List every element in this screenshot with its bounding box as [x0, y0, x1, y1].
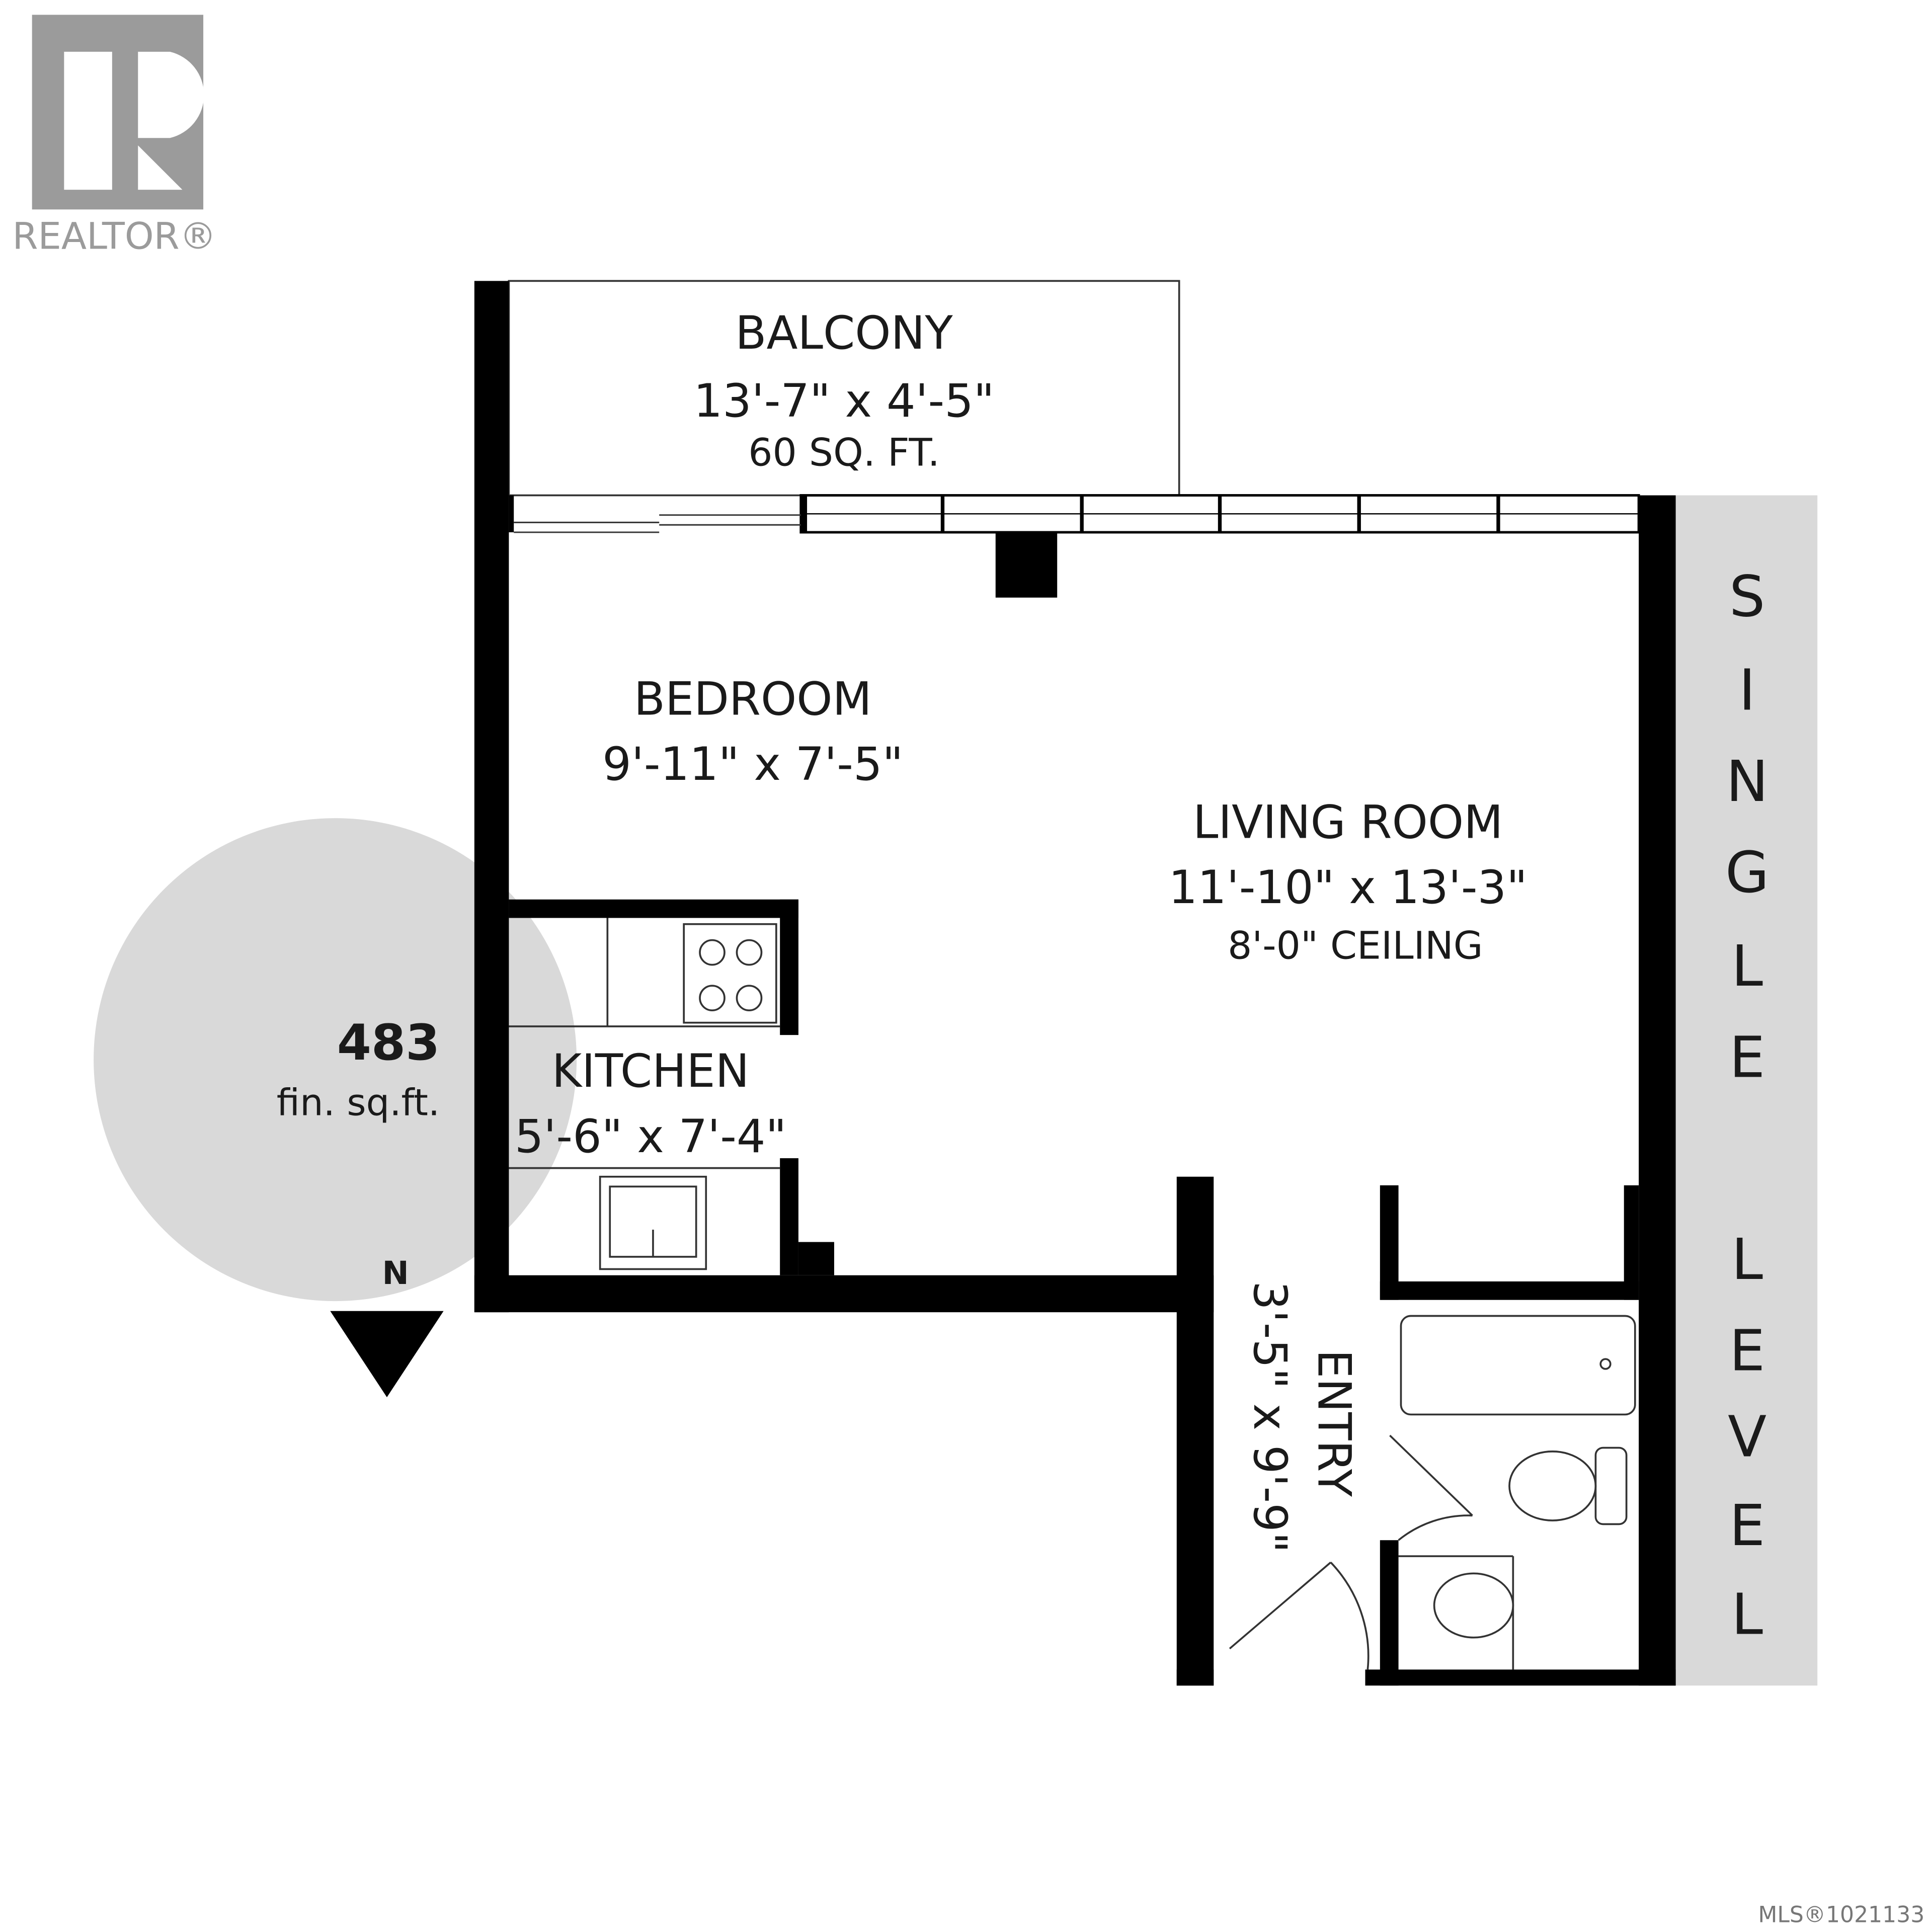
- letter: L: [1731, 933, 1763, 999]
- letter: I: [1739, 657, 1755, 723]
- bathtub-icon: [1400, 1315, 1636, 1416]
- window-wall: [799, 494, 1640, 534]
- sink-icon: [599, 1175, 707, 1270]
- walls: [474, 281, 1676, 1686]
- realtor-wordmark: REALTOR®: [12, 215, 216, 258]
- compass-label: N: [382, 1255, 409, 1292]
- letter: E: [1729, 1492, 1765, 1559]
- level-banner-text: S I N G L E L E V E L: [1725, 563, 1769, 1647]
- north-arrow-icon: [330, 1311, 444, 1398]
- sliding-door: [514, 514, 801, 533]
- area-badge: [94, 818, 577, 1302]
- sink-icon: [1433, 1572, 1514, 1639]
- kitchen-fixtures: [509, 918, 780, 1270]
- realtor-logo: REALTOR®: [12, 15, 216, 258]
- living-dims: 11'-10" x 13'-3": [1169, 861, 1527, 914]
- balcony-area: 60 SQ. FT.: [748, 431, 940, 475]
- letter: E: [1729, 1024, 1765, 1090]
- bathroom-fixtures: [1229, 1315, 1636, 1670]
- kitchen-dims: 5'-6" x 7'-4": [515, 1110, 786, 1163]
- area-value: 483: [337, 1014, 440, 1072]
- letter: L: [1731, 1226, 1763, 1293]
- balcony-name: BALCONY: [735, 307, 953, 360]
- level-banner: [1675, 495, 1818, 1686]
- mls-number: MLS®1021133: [1758, 1902, 1924, 1927]
- kitchen-name: KITCHEN: [552, 1045, 750, 1098]
- letter: V: [1728, 1404, 1766, 1470]
- entry-name: ENTRY: [1307, 1349, 1360, 1497]
- area-unit: fin. sq.ft.: [277, 1081, 440, 1124]
- stove-icon: [683, 923, 777, 1024]
- balcony-dims: 13'-7" x 4'-5": [694, 375, 995, 428]
- letter: N: [1726, 748, 1768, 815]
- bath-door: [1389, 1434, 1473, 1516]
- living-name: LIVING ROOM: [1193, 796, 1503, 849]
- living-ceiling: 8'-0" CEILING: [1228, 923, 1483, 968]
- entry-door: [1229, 1561, 1332, 1650]
- letter: G: [1725, 839, 1769, 906]
- letter: L: [1731, 1581, 1763, 1647]
- toilet-icon: [1594, 1446, 1628, 1525]
- bedroom-dims: 9'-11" x 7'-5": [602, 738, 903, 791]
- letter: S: [1729, 563, 1765, 629]
- bedroom-name: BEDROOM: [634, 673, 872, 726]
- letter: E: [1729, 1317, 1765, 1384]
- entry-dims: 3'-5" x 9'-9": [1243, 1281, 1296, 1553]
